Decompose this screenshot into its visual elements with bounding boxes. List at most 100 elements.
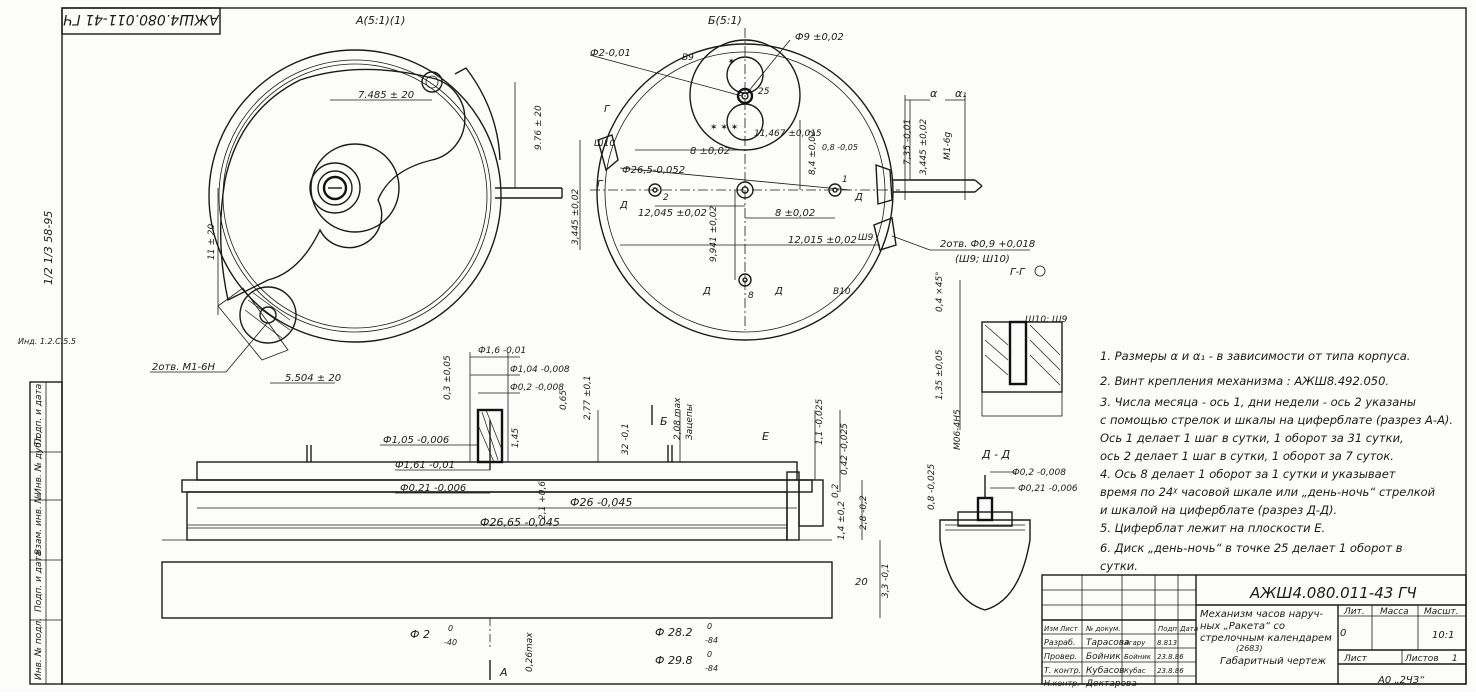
view-b-dim-3: 11,467 ±0,015 [754, 129, 822, 139]
view-b-dim-18: 8 [748, 291, 754, 301]
view-b-marker-7: Д [854, 192, 863, 203]
view-a-callout: 2отв. М1-6Н [152, 362, 216, 373]
section-dim-23: 20 [855, 577, 868, 588]
view-b-marker-4: Г [604, 104, 611, 115]
designation: АЖШ4.080.011-43 ГЧ [1249, 584, 1417, 602]
view-b-callout2: (Ш9; Ш10) [955, 254, 1010, 265]
section-dim-16: 1,1 -0,025 [815, 399, 825, 445]
detail-dd-title: Д - Д [981, 448, 1011, 461]
svg-text:-84: -84 [705, 636, 718, 645]
hdr-4: Дата [1179, 625, 1198, 633]
view-b-marker-9: Д [774, 286, 783, 297]
view-a-dim-3: 5.504 ± 20 [285, 373, 341, 384]
view-b-callout: 2отв. Ф0,9 +0,018 [940, 239, 1035, 250]
svg-text:✷: ✷ [728, 57, 735, 66]
tol-1: Ф 28.2 0 -84 [655, 622, 718, 645]
hdr-0: Изм [1044, 625, 1059, 633]
detail-gg-dim-2: М06-4Н5 [953, 409, 963, 450]
lit-value: 0 [1340, 628, 1346, 639]
doc-type: Габаритный чертеж [1220, 655, 1326, 667]
svg-text:0: 0 [707, 622, 712, 631]
view-b-dim-4: 8 ±0,02 [690, 146, 730, 157]
view-b-title: Б(5:1) [708, 14, 742, 27]
detail-dd-dim-2: 0,8 -0,025 [927, 464, 937, 510]
section-dim-10: Ф26,65 -0,045 [480, 516, 560, 529]
sheets-value: 1 [1452, 654, 1458, 664]
note-line-6: 4. Ось 8 делает 1 оборот за 1 сутки и ук… [1100, 467, 1396, 481]
view-b-marker-3: Ш10 [594, 139, 615, 149]
section-dim-1: Ф1,04 -0,008 [510, 365, 570, 375]
note-line-9: 5. Циферблат лежит на плоскости Е. [1100, 521, 1325, 535]
section-gg-label: Г-Г [1010, 267, 1026, 278]
row-1-sign: Бойник [1124, 653, 1152, 661]
row-3-name: Дектарова [1085, 679, 1137, 689]
section-dim-13: 32 -0,1 [621, 423, 631, 455]
view-b-dim-8: 9,941 ±0,02 [709, 206, 719, 262]
tol-0: Ф 2 0 -40 [410, 624, 457, 647]
section-dim-20: 1,4 ±0,2 [837, 501, 847, 540]
note-line-3: с помощью стрелок и шкалы на циферблате … [1100, 413, 1453, 427]
view-a-dim-2: 11 ± 20 [207, 224, 217, 260]
view-b-marker-2: Ш9 [858, 233, 874, 243]
svg-text:Ф 2: Ф 2 [410, 628, 430, 641]
sheet-frame [61, 7, 1467, 685]
hdr-2: № докум. [1085, 625, 1121, 633]
view-b-dim-19: α [930, 87, 938, 100]
view-b-dim-2: Ф26,5-0,052 [622, 165, 685, 176]
view-b-dim-9: 3,445 ±0,02 [571, 189, 581, 245]
section-dim-9: Ф26 -0,045 [570, 496, 632, 509]
svg-text:АЖШ4.080.011-41 ГЧ: АЖШ4.080.011-41 ГЧ [63, 11, 220, 27]
section-dim-5: 2,77 ±0,1 [583, 375, 593, 420]
view-b-dim-5: 8 ±0,02 [775, 208, 815, 219]
view-a-dim-1: 9.76 ± 20 [534, 105, 544, 150]
row-3-role: Н.контр. [1044, 679, 1080, 688]
note-line-4: Ось 1 делает 1 шаг в сутки, 1 оборот за … [1100, 431, 1404, 445]
svg-text:0: 0 [707, 650, 712, 659]
sheets-label: Листов [1404, 654, 1439, 664]
row-1-date: 23.8.86 [1157, 653, 1184, 661]
view-b-dim-13: М1-6g [943, 132, 953, 160]
view-b-dim-20: α₁ [955, 87, 967, 100]
view-b-dim-15: 25 [758, 87, 770, 97]
technical-notes: 1. Размеры α и α₁ - в зависимости от тип… [1100, 349, 1453, 573]
view-b-dim-12: 3,445 ±0,02 [919, 119, 929, 175]
row-2-date: 23.8.86 [1157, 667, 1184, 675]
note-line-11: сутки. [1100, 559, 1138, 573]
section-dim-6: Ф1,05 -0,006 [383, 435, 449, 446]
view-b-marker-1: В10 [833, 287, 851, 297]
view-b-marker-5: Г [597, 179, 604, 190]
section-dim-0: Ф1,6 -0,01 [478, 346, 526, 356]
section-dim-11: 2,1 +0,6 [538, 481, 548, 520]
tol-2: Ф 29.8 0 -84 [655, 650, 718, 673]
detail-gg-dim-0: 0,4 ×45° [935, 271, 945, 312]
scale-value: 10:1 [1432, 630, 1454, 641]
strip-label-0: Подп. и дата [34, 384, 44, 445]
row-0-sign: Агару [1123, 639, 1146, 647]
view-b-dim-0: Ф2-0,01 [590, 48, 631, 59]
lit-label: Лит. [1343, 607, 1365, 617]
detail-dd: Д - Д Ф0,2 -0,008 Ф0,21 -0,006 0,8 -0,02… [927, 448, 1078, 611]
section-dim-22: 0,26max [525, 632, 535, 672]
note-line-10: 6. Диск „день-ночь“ в точке 25 делает 1 … [1100, 541, 1403, 555]
svg-text:0: 0 [448, 624, 453, 633]
section-view: Ф1,6 -0,01 Ф1,04 -0,008 Ф0,2 -0,008 0,3 … [161, 346, 891, 680]
name-line-0: Механизм часов наруч- [1200, 609, 1323, 620]
view-a-title: А(5:1)(1) [355, 14, 405, 27]
strip-label-2: Взам. инв. № [34, 494, 44, 555]
row-0-date: 8.813 [1157, 639, 1177, 647]
section-dim-12: 1,45 [511, 428, 521, 448]
section-marker-1: Е [762, 430, 769, 443]
left-side-strip: Подп. и дата Инв. № дубл. Взам. инв. № П… [18, 211, 76, 685]
row-0-role: Разраб. [1044, 638, 1075, 647]
svg-text:-40: -40 [444, 638, 457, 647]
row-1-name: Бойник [1086, 652, 1121, 662]
side-vertical-number: 1/2 1/3 58-95 [42, 211, 55, 285]
svg-text:-84: -84 [705, 664, 718, 673]
strip-label-4: Инв. № подл. [34, 618, 44, 680]
strip-label-1: Инв. № дубл. [34, 433, 44, 495]
top-left-stamp: АЖШ4.080.011-41 ГЧ [61, 7, 221, 35]
view-b-marker-0: В9 [682, 53, 694, 63]
section-marker-2: А [499, 666, 508, 679]
view-a-dim-0: 7.485 ± 20 [358, 90, 414, 101]
view-b-dim-17: 2 [663, 193, 669, 203]
